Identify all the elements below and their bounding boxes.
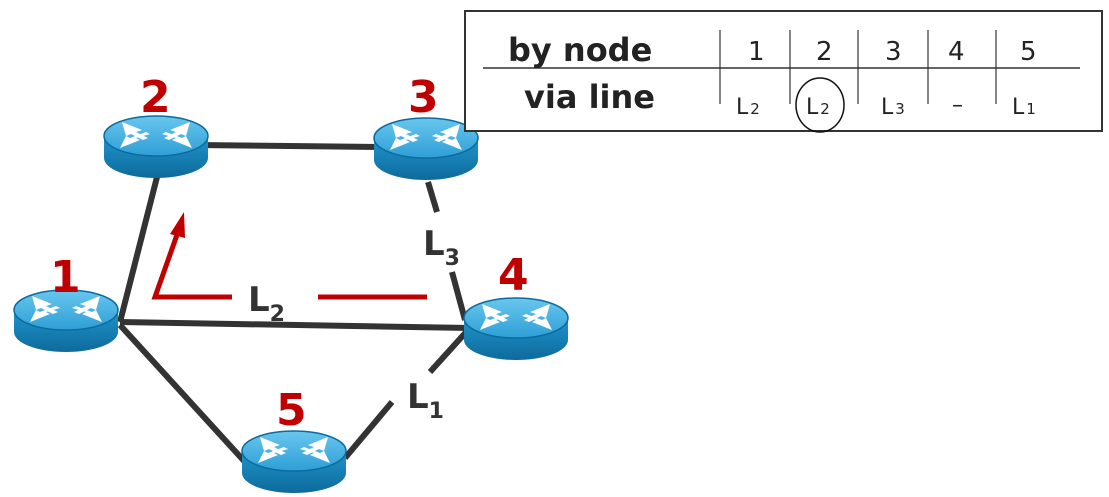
node-2: 2 [103, 72, 209, 179]
link-4-5-lower [342, 400, 395, 460]
links [117, 142, 471, 465]
node-label: 5 [276, 385, 307, 436]
header-cell: 2 [816, 37, 833, 67]
selected-route-circle [795, 77, 845, 133]
header-cell: 1 [748, 37, 765, 67]
node-4: 4 [463, 250, 569, 361]
link-3-4-lower [449, 271, 468, 321]
header-cell: 4 [948, 37, 965, 67]
header-cell: 3 [885, 37, 902, 67]
node-1: 1 [13, 252, 119, 353]
router-icon [463, 297, 569, 361]
node-label: 3 [408, 72, 439, 123]
link-4-5-upper [427, 327, 471, 375]
link-1-2 [117, 176, 160, 323]
link-1-5 [117, 322, 248, 465]
router-icon [103, 115, 209, 179]
route-arrow [151, 212, 427, 300]
link-3-4-upper [425, 181, 440, 213]
link-1-4 [119, 319, 471, 331]
link-label-l2: L2 [248, 280, 285, 327]
row-label-via-line: via line [524, 78, 655, 116]
link-label-l1: L1 [407, 377, 444, 424]
node-3: 3 [373, 72, 479, 181]
node-5: 5 [241, 385, 347, 494]
node-label: 1 [50, 252, 81, 303]
column-dividers [719, 30, 997, 104]
row-label-by-node: by node [508, 31, 652, 69]
link-label-l3: L3 [423, 224, 460, 271]
via-cell: – [952, 93, 963, 118]
router-icon [373, 117, 479, 181]
header-cell: 5 [1020, 37, 1037, 67]
link-2-3 [194, 142, 381, 150]
router-icon [241, 430, 347, 494]
node-label: 4 [498, 250, 529, 301]
node-label: 2 [140, 72, 171, 123]
